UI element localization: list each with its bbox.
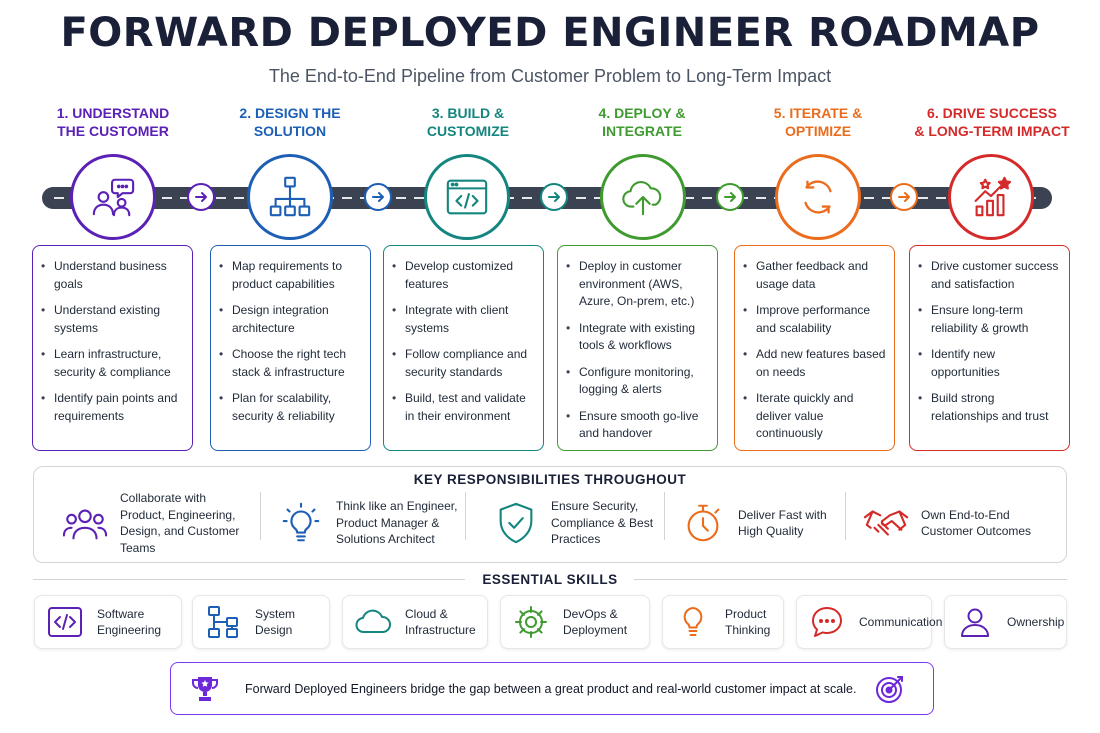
arrow-right-icon: [548, 192, 560, 202]
footer-text: Forward Deployed Engineers bridge the ga…: [245, 681, 857, 696]
list-item: Learn infrastructure, security & complia…: [41, 346, 184, 381]
list-item: Ensure long-term reliability & growth: [918, 302, 1061, 337]
list-item: Design integration architecture: [219, 302, 362, 337]
responsibility-think: Think like an Engineer,Product Manager &…: [278, 488, 457, 558]
users-chat-icon: [92, 178, 135, 217]
step-2-card: Map requirements to product capabilities…: [210, 245, 371, 451]
list-item: Develop customized features: [392, 258, 535, 293]
arrow-right-icon: [898, 192, 910, 202]
list-item: Gather feedback and usage data: [743, 258, 886, 293]
list-item: Add new features based on needs: [743, 346, 886, 381]
skills-divider-right: [634, 579, 1067, 580]
list-item: Drive customer success and satisfaction: [918, 258, 1061, 293]
trophy-icon: [192, 676, 218, 701]
skill-devops-deployment: DevOps &Deployment: [500, 595, 650, 649]
shield-check-icon: [499, 502, 533, 544]
arrow-right-icon: [724, 192, 736, 202]
list-item: Understand existing systems: [41, 302, 184, 337]
step-3-to-4-arrow: [540, 183, 568, 211]
code-window-icon: [446, 179, 488, 215]
page-title: FORWARD DEPLOYED ENGINEER ROADMAP: [60, 10, 1040, 56]
stopwatch-icon: [687, 504, 720, 542]
list-item: Choose the right tech stack & infrastruc…: [219, 346, 362, 381]
step-4-title: 4. DEPLOY &INTEGRATE: [598, 105, 686, 139]
step-3-title: 3. BUILD &CUSTOMIZE: [426, 105, 510, 139]
step-5-card: Gather feedback and usage data Improve p…: [734, 245, 895, 451]
list-item: Deploy in customer environment (AWS, Azu…: [566, 258, 709, 311]
step-2-to-3-arrow: [364, 183, 392, 211]
list-item: Build strong relationships and trust: [918, 390, 1061, 425]
team-icon: [62, 509, 108, 540]
page-subtitle: The End-to-End Pipeline from Customer Pr…: [268, 66, 832, 86]
system-diagram-icon: [208, 606, 238, 638]
footer-banner: Forward Deployed Engineers bridge the ga…: [170, 662, 934, 715]
list-item: Identify pain points and requirements: [41, 390, 184, 425]
list-item: Understand business goals: [41, 258, 184, 293]
step-5-title: 5. ITERATE &OPTIMIZE: [773, 105, 863, 139]
step-5-to-6-arrow: [890, 183, 918, 211]
list-item: Follow compliance and security standards: [392, 346, 535, 381]
list-item: Ensure smooth go-live and handover: [566, 408, 709, 443]
step-4-circle: [600, 154, 686, 240]
hierarchy-icon: [269, 176, 311, 217]
refresh-cycle-icon: [804, 180, 832, 214]
list-item: Configure monitoring, logging & alerts: [566, 364, 709, 399]
responsibilities-heading: KEY RESPONSIBILITIES THROUGHOUT: [413, 472, 687, 487]
target-icon: [876, 675, 904, 703]
person-icon: [961, 608, 989, 637]
step-4-card: Deploy in customer environment (AWS, Azu…: [557, 245, 718, 451]
divider: [845, 492, 846, 540]
step-6-title: 6. DRIVE SUCCESS& LONG-TERM IMPACT: [914, 105, 1070, 139]
arrow-right-icon: [372, 192, 384, 202]
responsibilities-panel: [33, 466, 1067, 563]
list-item: Plan for scalability, security & reliabi…: [219, 390, 362, 425]
divider: [664, 492, 665, 540]
step-1-card: Understand business goals Understand exi…: [32, 245, 193, 451]
chat-bubble-icon: [812, 607, 842, 637]
lightbulb-icon: [282, 502, 320, 542]
step-1-to-2-arrow: [187, 183, 215, 211]
list-item: Build, test and validate in their enviro…: [392, 390, 535, 425]
skill-cloud-infrastructure: Cloud &Infrastructure: [342, 595, 488, 649]
bulb-icon: [683, 607, 703, 636]
list-item: Iterate quickly and deliver value contin…: [743, 390, 886, 443]
step-3-card: Develop customized features Integrate wi…: [383, 245, 544, 451]
growth-chart-icon: [974, 176, 1012, 217]
list-item: Improve performance and scalability: [743, 302, 886, 337]
list-item: Integrate with client systems: [392, 302, 535, 337]
cloud-upload-icon: [622, 180, 662, 216]
skills-heading: ESSENTIAL SKILLS: [482, 572, 618, 587]
step-5-circle: [775, 154, 861, 240]
step-4-to-5-arrow: [716, 183, 744, 211]
step-1-circle: [70, 154, 156, 240]
list-item: Integrate with existing tools & workflow…: [566, 320, 709, 355]
skill-communication: Communication: [796, 595, 942, 649]
cloud-icon: [355, 609, 391, 633]
gear-icon: [515, 606, 547, 638]
step-6-circle: [948, 154, 1034, 240]
handshake-icon: [863, 510, 909, 536]
code-icon: [48, 607, 82, 637]
step-3-circle: [424, 154, 510, 240]
list-item: Map requirements to product capabilities: [219, 258, 362, 293]
skills-divider-left: [33, 579, 465, 580]
list-item: Identify new opportunities: [918, 346, 1061, 381]
divider: [465, 492, 466, 540]
step-6-card: Drive customer success and satisfaction …: [909, 245, 1070, 451]
arrow-right-icon: [195, 192, 207, 202]
divider: [260, 492, 261, 540]
step-2-circle: [247, 154, 333, 240]
skill-ownership: Ownership: [944, 595, 1067, 649]
